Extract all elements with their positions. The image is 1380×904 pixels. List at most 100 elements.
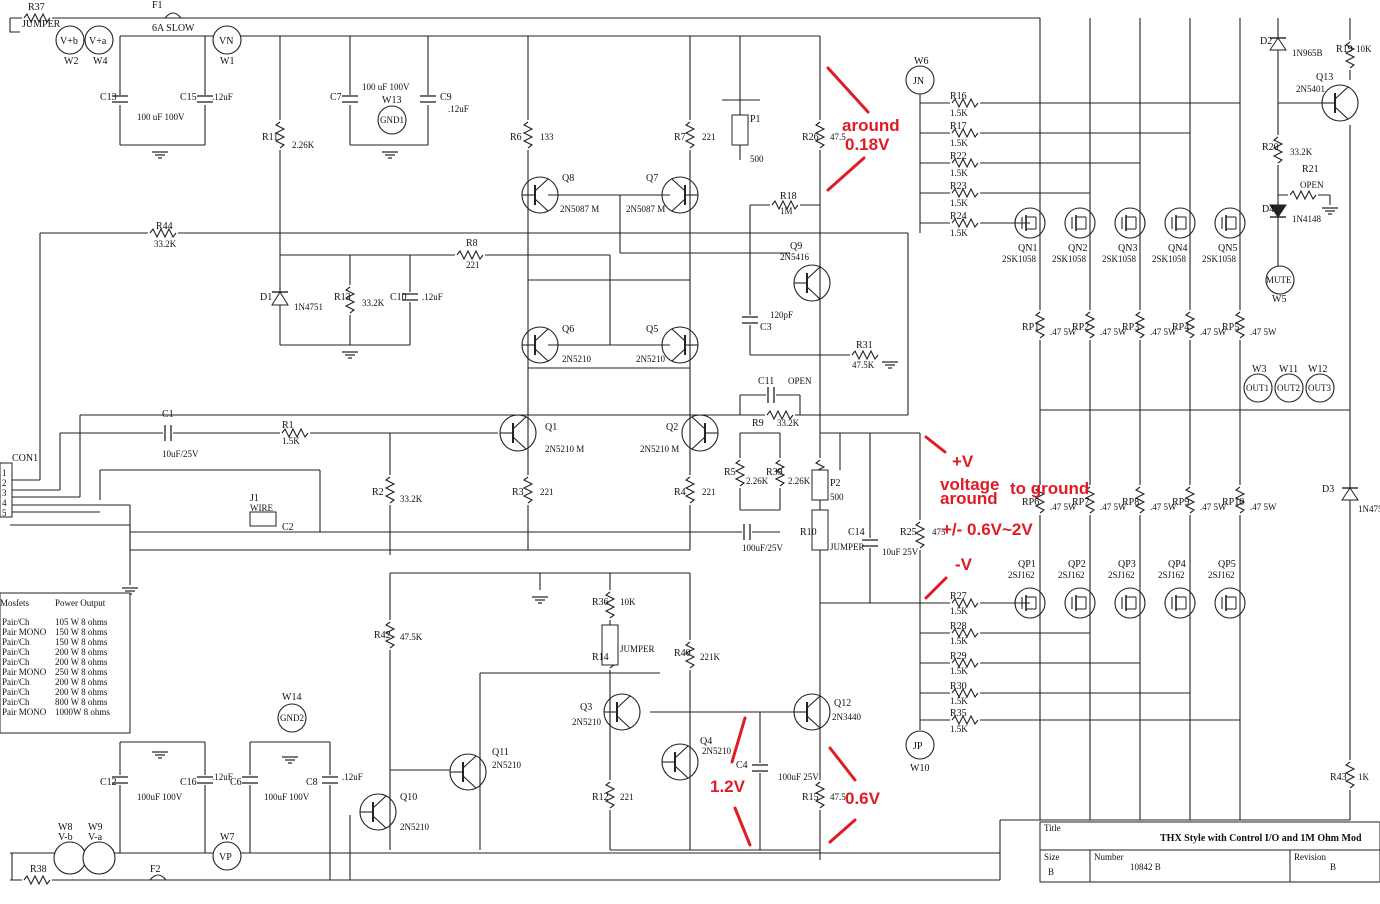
label-r26-value: 47.5 bbox=[830, 132, 846, 142]
size-label: Size bbox=[1044, 852, 1060, 862]
label-c9-value: .12uF bbox=[448, 104, 469, 114]
label-rp10: RP10 bbox=[1222, 497, 1244, 508]
label-r6: R6 bbox=[510, 132, 522, 143]
label-q1-value: 2N5210 M bbox=[545, 444, 584, 454]
pad-w11-label: W11 bbox=[1279, 364, 1298, 375]
label-rp4-value: .47 5W bbox=[1200, 327, 1227, 337]
label-p1: P1 bbox=[750, 114, 761, 125]
table-cell-mosfets: Pair/Ch bbox=[2, 677, 30, 687]
misc-parts bbox=[149, 12, 1359, 881]
label-qn4: QN4 bbox=[1168, 243, 1187, 254]
label-d3: D3 bbox=[1322, 484, 1334, 495]
label-f1-value: 6A SLOW bbox=[152, 23, 195, 34]
table-cell-power: 200 W 8 ohms bbox=[55, 687, 108, 697]
label-r9: R9 bbox=[752, 418, 764, 429]
pad-w1-label: W1 bbox=[220, 56, 234, 67]
label-r11: R11 bbox=[262, 132, 278, 143]
label-r31: R31 bbox=[856, 340, 873, 351]
table-cell-mosfets: Pair/Ch bbox=[2, 687, 30, 697]
label-p2-value: 500 bbox=[830, 492, 844, 502]
label-r7: R7 bbox=[674, 132, 686, 143]
label-r30-value: 1.5K bbox=[950, 696, 968, 706]
red-annotations: around 0.18V +V voltage to ground around… bbox=[710, 66, 1089, 847]
label-r39-value: 2.26K bbox=[788, 476, 811, 486]
label-rp9-value: .47 5W bbox=[1200, 502, 1227, 512]
revision-label: Revision bbox=[1294, 852, 1327, 862]
label-rp1: RP1 bbox=[1022, 322, 1039, 333]
label-qp5-value: 2SJ162 bbox=[1208, 570, 1235, 580]
label-r39: R39 bbox=[766, 467, 783, 478]
test-pads bbox=[0, 25, 1335, 875]
table-cell-power: 200 W 8 ohms bbox=[55, 657, 108, 667]
pad-w8-label: W8 bbox=[58, 822, 72, 833]
pad-jp-text: JP bbox=[913, 741, 923, 752]
label-q12-value: 2N3440 bbox=[832, 712, 861, 722]
label-qn5-value: 2SK1058 bbox=[1202, 254, 1237, 264]
pad-w4-label: W4 bbox=[93, 56, 107, 67]
label-q6: Q6 bbox=[562, 324, 574, 335]
label-r31-value: 47.5K bbox=[852, 360, 875, 370]
label-r23: R23 bbox=[950, 181, 967, 192]
label-q13: Q13 bbox=[1316, 72, 1333, 83]
annotation-range: +/- 0.6V~2V bbox=[942, 520, 1033, 539]
annotation-018v: 0.18V bbox=[845, 135, 890, 154]
label-d4: D4 bbox=[1262, 204, 1274, 215]
label-d1-value: 1N4751 bbox=[294, 302, 323, 312]
label-qn4-value: 2SK1058 bbox=[1152, 254, 1187, 264]
label-r8: R8 bbox=[466, 238, 478, 249]
pad-out2-text: OUT2 bbox=[1277, 383, 1300, 393]
label-r19-value: 10K bbox=[1356, 44, 1372, 54]
label-qp1: QP1 bbox=[1018, 559, 1036, 570]
label-rp8-value: .47 5W bbox=[1150, 502, 1177, 512]
label-rp6: RP6 bbox=[1022, 497, 1039, 508]
label-r13-value: 33.2K bbox=[362, 298, 385, 308]
pad-w10-label: W10 bbox=[910, 763, 929, 774]
label-r40: R40 bbox=[674, 648, 691, 659]
label-r43-value: 1K bbox=[1358, 772, 1370, 782]
pad-gnd2-text: GND2 bbox=[280, 713, 304, 723]
label-r36-value: 10K bbox=[620, 597, 636, 607]
label-r30: R30 bbox=[950, 681, 967, 692]
annotation-voltage: voltage bbox=[940, 475, 1000, 494]
label-r22: R22 bbox=[950, 151, 967, 162]
label-q9-value: 2N5416 bbox=[780, 252, 809, 262]
pad-w5-label: W5 bbox=[1272, 294, 1286, 305]
table-cell-mosfets: Pair/Ch bbox=[2, 657, 30, 667]
label-c4-value: 100uF 25V bbox=[778, 772, 819, 782]
label-rp9: RP9 bbox=[1172, 497, 1189, 508]
label-q8: Q8 bbox=[562, 173, 574, 184]
label-c12: C12 bbox=[100, 777, 117, 788]
table-cell-power: 150 W 8 ohms bbox=[55, 637, 108, 647]
pad-out3-text: OUT3 bbox=[1308, 383, 1331, 393]
label-rp7: RP7 bbox=[1072, 497, 1089, 508]
label-d2-value: 1N965B bbox=[1292, 48, 1323, 58]
label-r43: R43 bbox=[1330, 772, 1347, 783]
label-q10: Q10 bbox=[400, 792, 417, 803]
label-rp8: RP8 bbox=[1122, 497, 1139, 508]
label-r38: R38 bbox=[30, 864, 47, 875]
label-rp3-value: .47 5W bbox=[1150, 327, 1177, 337]
label-r10: R10 bbox=[800, 527, 817, 538]
label-j1: J1 bbox=[250, 493, 259, 504]
schematic-title: THX Style with Control I/O and 1M Ohm Mo… bbox=[1160, 833, 1362, 844]
table-cell-mosfets: Pair MONO bbox=[2, 707, 47, 717]
label-rp2: RP2 bbox=[1072, 322, 1089, 333]
title-block: Title THX Style with Control I/O and 1M … bbox=[1039, 821, 1380, 883]
label-qp3-value: 2SJ162 bbox=[1108, 570, 1135, 580]
title-label: Title bbox=[1044, 823, 1061, 833]
label-r3-value: 221 bbox=[540, 487, 554, 497]
label-q8-value: 2N5087 M bbox=[560, 204, 599, 214]
label-r16: R16 bbox=[950, 91, 967, 102]
label-c10: C10 bbox=[390, 292, 407, 303]
label-q10-value: 2N5210 bbox=[400, 822, 429, 832]
table-cell-mosfets: Pair MONO bbox=[2, 667, 47, 677]
label-qn3: QN3 bbox=[1118, 243, 1137, 254]
table-header-mosfets: Mosfets bbox=[0, 598, 29, 608]
label-q7: Q7 bbox=[646, 173, 658, 184]
label-c7: C7 bbox=[330, 92, 342, 103]
pad-w13-label: W13 bbox=[382, 95, 401, 106]
label-r9-value: 33.2K bbox=[777, 418, 800, 428]
label-q2: Q2 bbox=[666, 422, 678, 433]
table-cell-power: 105 W 8 ohms bbox=[55, 617, 108, 627]
